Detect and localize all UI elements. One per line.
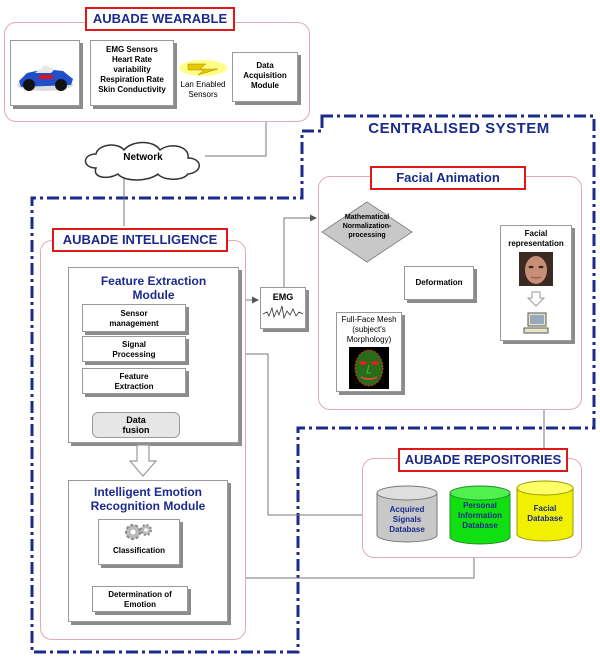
data-acquisition-module: Data Acquisition Module [232,52,298,102]
personal-to-determination-line [213,548,475,582]
sensor-line: Skin Conductivity [98,85,166,94]
wearable-title: AUBADE WEARABLE [85,7,235,31]
repositories-title: AUBADE REPOSITORIES [398,448,568,472]
face-mesh-image [337,347,401,394]
sensor-line: EMG Sensors [105,45,158,54]
determination-of-emotion-box: Determination of Emotion [92,586,188,612]
emg-box: EMG [260,287,306,329]
small-down-arrow-icon [501,291,571,312]
sensor-management-step: Sensor management [82,304,186,332]
normalization-diamond [320,200,414,264]
facial-animation-title: Facial Animation [370,166,526,190]
personal-information-database: Personal Information Database [449,485,511,545]
sensor-line: variability [113,65,151,74]
lightning-icon [178,58,228,78]
network-cloud-icon [78,138,208,182]
acquired-signals-database: Acquired Signals Database [376,485,438,543]
full-face-mesh-box: Full-Face Mesh (subject's Morphology) [336,312,402,392]
sensor-line: Respiration Rate [100,75,164,84]
centralised-boundary [30,114,596,654]
centralised-system-title: CENTRALISED SYSTEM [368,120,550,137]
computer-icon [501,312,571,339]
race-car-image [10,40,80,106]
gears-icon [99,520,179,546]
lan-label: Lan Enabled Sensors [180,80,226,99]
normalization-label: Mathematical Normalization- processing [342,214,392,239]
emg-signal-icon [262,305,304,320]
sensor-line: Heart Rate [111,55,152,64]
emg-to-math-line [283,214,317,287]
intelligence-title: AUBADE INTELLIGENCE [52,228,228,252]
facial-representation-box: Facial representation [500,225,572,341]
facial-database: Facial Database [516,480,574,542]
down-arrow-icon [128,443,158,479]
face-photo-image [501,252,571,291]
sensors-box: EMG Sensors Heart Rate variability Respi… [90,40,174,106]
data-fusion-step: Data fusion [92,412,180,438]
network-label: Network [123,152,163,163]
deformation-box: Deformation [404,266,474,300]
signal-processing-step: Signal Processing [82,336,186,362]
feature-extraction-step: Feature Extraction [82,368,186,394]
classification-box: Classification [98,519,180,565]
